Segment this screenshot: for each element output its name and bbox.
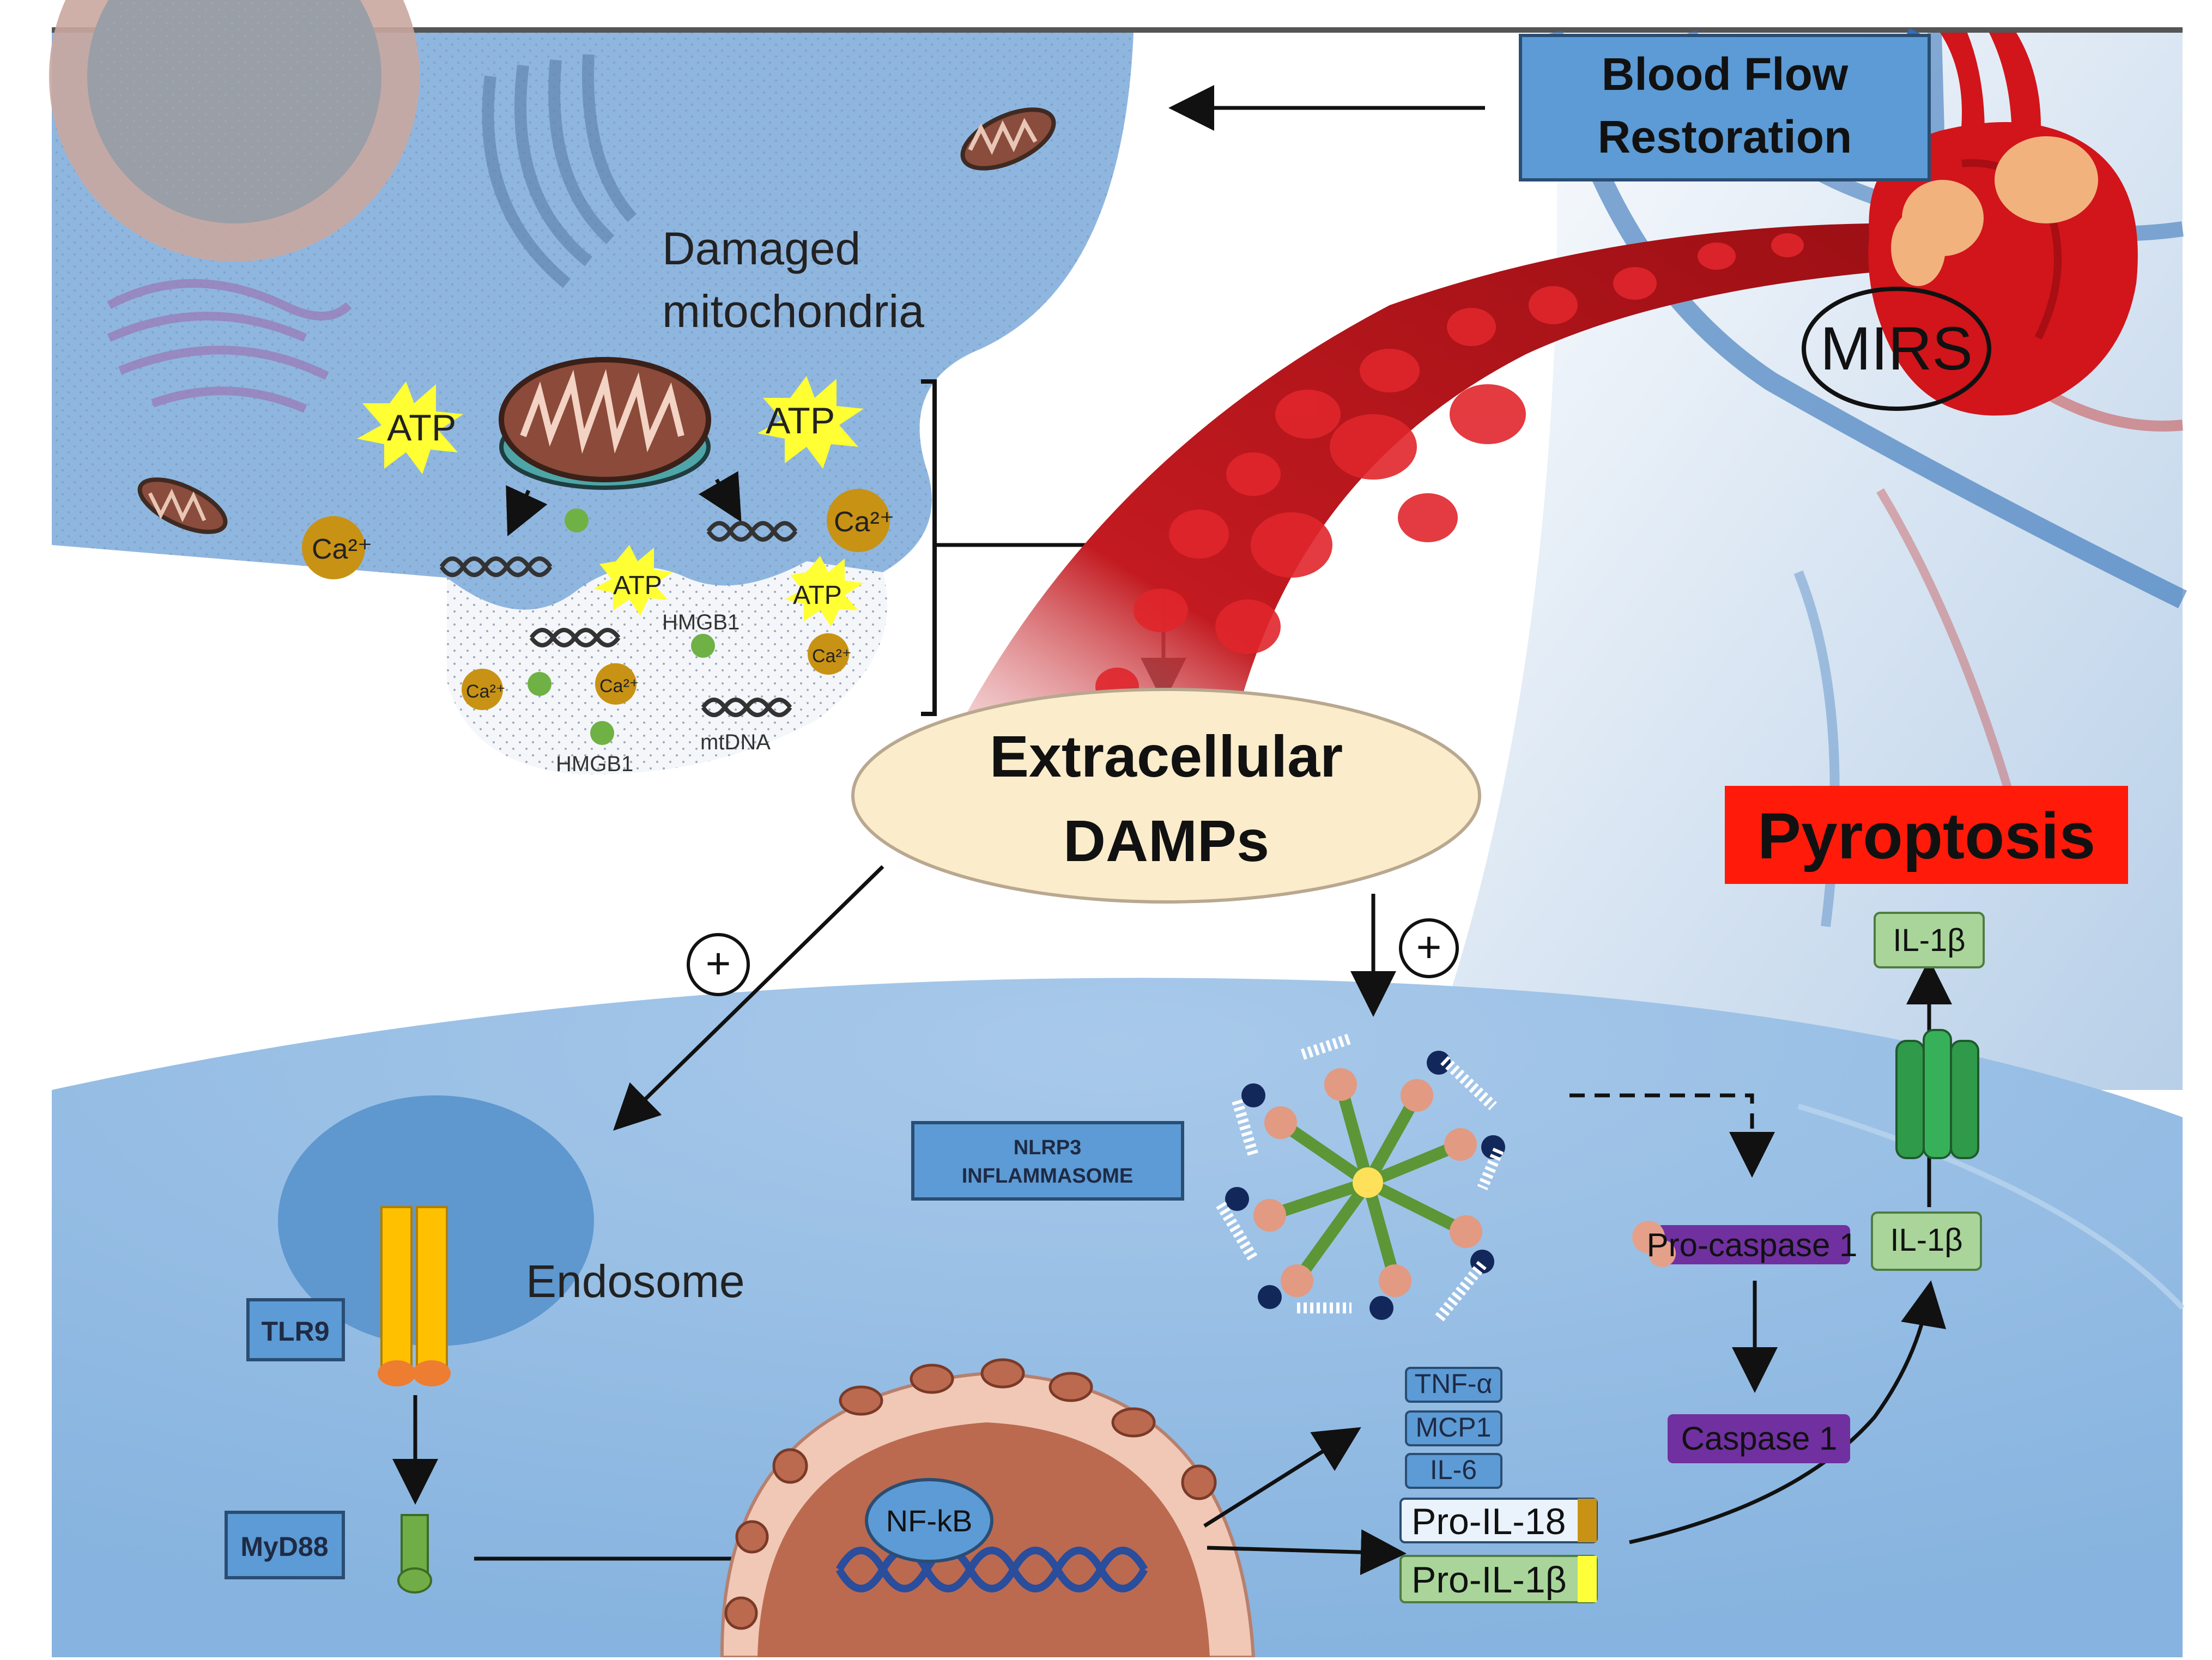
- immune-cell: [52, 978, 2183, 1657]
- receptor-icon: [378, 1206, 451, 1386]
- myd88-box: MyD88: [225, 1511, 345, 1579]
- svg-text:Pro-caspase 1: Pro-caspase 1: [1647, 1227, 1858, 1263]
- pro-il1b-box: Pro-IL-1β: [1399, 1555, 1598, 1603]
- calcium-ion-3: Ca²⁺: [808, 633, 852, 675]
- dna-icon: [529, 628, 621, 647]
- atp-burst-2: ATP: [757, 376, 864, 469]
- damaged-label-1: Damaged: [662, 223, 860, 274]
- svg-text:TLR9: TLR9: [262, 1316, 330, 1347]
- inflammasome-icon: [1216, 1033, 1505, 1323]
- calcium-ion-4: Ca²⁺: [462, 669, 506, 710]
- il1b-box-cell: IL-1β: [1871, 1211, 1982, 1271]
- svg-text:Caspase 1: Caspase 1: [1681, 1420, 1838, 1457]
- svg-text:IL-1β: IL-1β: [1890, 1222, 1962, 1258]
- mcp1-box: MCP1: [1405, 1410, 1502, 1446]
- mitochondrion-icon: [499, 357, 711, 490]
- nfkb-label: NF-kB: [886, 1504, 973, 1538]
- dna-icon: [701, 698, 792, 717]
- svg-text:Ca²⁺: Ca²⁺: [812, 646, 852, 667]
- svg-text:NLRP3: NLRP3: [1014, 1136, 1082, 1159]
- dna-icon: [706, 521, 798, 542]
- atp-burst-3: ATP: [594, 545, 673, 616]
- damaged-label-2: mitochondria: [662, 286, 924, 337]
- bracket: [921, 379, 937, 716]
- pyroptosis-label: Pyroptosis: [1725, 786, 2128, 884]
- caspase-box: Caspase 1: [1668, 1414, 1850, 1463]
- svg-text:MyD88: MyD88: [240, 1531, 328, 1562]
- calcium-ion-5: Ca²⁺: [595, 663, 639, 705]
- channel-icon: [1895, 1029, 1979, 1159]
- svg-text:Extracellular: Extracellular: [990, 723, 1343, 789]
- endosome-label: Endosome: [526, 1256, 745, 1307]
- il6-box: IL-6: [1405, 1453, 1502, 1489]
- plus-sign-2: +: [1399, 918, 1459, 978]
- svg-text:+: +: [1416, 923, 1442, 971]
- svg-text:MIRS: MIRS: [1820, 314, 1973, 383]
- svg-text:DAMPs: DAMPs: [1063, 808, 1269, 874]
- svg-text:Blood Flow: Blood Flow: [1602, 49, 1849, 100]
- mtdna-label: mtDNA: [700, 730, 771, 754]
- il1b-box-outside: IL-1β: [1874, 912, 1985, 968]
- blood-flow-box: Blood Flow Restoration: [1519, 34, 1931, 181]
- svg-text:ATP: ATP: [387, 407, 456, 449]
- svg-text:Ca²⁺: Ca²⁺: [466, 681, 506, 702]
- mitochondrion-icon: [960, 107, 1056, 171]
- pro-caspase-box: Pro-caspase 1: [1632, 1221, 1857, 1267]
- nlrp3-box: NLRP3 INFLAMMASOME: [911, 1121, 1184, 1201]
- svg-text:TNF-α: TNF-α: [1415, 1368, 1493, 1399]
- hmgb1-dot: [528, 672, 552, 696]
- atp-burst-1: ATP: [357, 381, 463, 474]
- svg-text:+: +: [706, 939, 731, 987]
- svg-text:ATP: ATP: [613, 571, 662, 600]
- svg-text:IL-1β: IL-1β: [1893, 923, 1965, 958]
- plus-sign-1: +: [687, 933, 750, 996]
- svg-text:Ca²⁺: Ca²⁺: [834, 506, 894, 538]
- hmgb1-dot: [691, 634, 715, 658]
- svg-text:IL-6: IL-6: [1430, 1455, 1477, 1485]
- mitochondrion-icon: [137, 477, 228, 534]
- calcium-ion-2: Ca²⁺: [827, 489, 894, 552]
- dna-icon: [439, 556, 553, 577]
- mirs-label: MIRS: [1802, 287, 1991, 411]
- svg-text:ATP: ATP: [766, 400, 835, 441]
- tnf-box: TNF-α: [1405, 1367, 1502, 1403]
- calcium-ion-1: Ca²⁺: [302, 516, 372, 579]
- svg-text:Pro-IL-18: Pro-IL-18: [1411, 1501, 1566, 1542]
- nucleus-icon: NF-kB: [720, 1358, 1256, 1659]
- svg-text:MCP1: MCP1: [1416, 1412, 1492, 1443]
- svg-text:Restoration: Restoration: [1598, 111, 1852, 162]
- heart-icon: [1868, 28, 2138, 416]
- myd88-adaptor: [401, 1514, 429, 1576]
- hmgb1-label: HMGB1: [556, 752, 633, 776]
- damps-ellipse: Extracellular DAMPs: [851, 688, 1481, 904]
- pro-il18-box: Pro-IL-18: [1399, 1498, 1598, 1543]
- svg-text:Pro-IL-1β: Pro-IL-1β: [1411, 1559, 1567, 1601]
- tlr9-box: TLR9: [246, 1298, 345, 1361]
- svg-text:ATP: ATP: [793, 581, 842, 610]
- hmgb1-label: HMGB1: [662, 610, 740, 634]
- svg-text:INFLAMMASOME: INFLAMMASOME: [962, 1165, 1134, 1188]
- hmgb1-dot: [590, 721, 614, 745]
- atp-burst-4: ATP: [785, 556, 864, 627]
- svg-text:Pyroptosis: Pyroptosis: [1758, 799, 2095, 873]
- svg-text:Ca²⁺: Ca²⁺: [312, 534, 372, 565]
- hmgb1-dot: [565, 508, 589, 532]
- svg-text:Ca²⁺: Ca²⁺: [599, 676, 639, 696]
